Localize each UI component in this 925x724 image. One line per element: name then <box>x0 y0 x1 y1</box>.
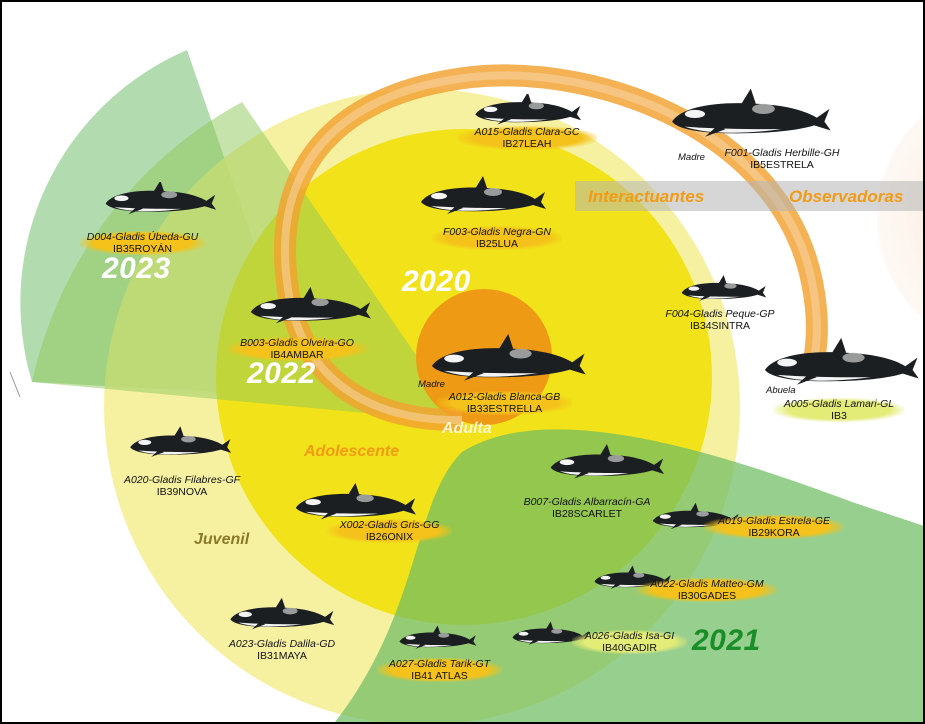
orca-label-D004: D004-Gladis Úbeda-GU IB35ROYÁN <box>80 231 205 255</box>
groups-band <box>575 181 923 211</box>
role-abuela: Abuela <box>766 385 796 396</box>
orca-name-A005: A005-Gladis Lamari-GL <box>783 398 895 410</box>
orca-name-A022: A022-Gladis Matteo-GM <box>650 578 764 590</box>
orca-code-A005: IB3 <box>831 410 847 422</box>
orca-name-B003: B003-Gladis Olveira-GO <box>240 337 354 349</box>
orca-label-A005: A005-Gladis Lamari-GL IB3 <box>774 398 904 422</box>
orca-code-B007: IB28SCARLET <box>551 508 623 520</box>
role-madre-herbille: Madre <box>678 152 705 163</box>
stage-juvenil: Juvenil <box>194 531 250 548</box>
orca-label-A026: A026-Gladis Isa-GI IB40GADIR <box>572 630 687 654</box>
orca-name-A020: A020-Gladis Filabres-GF <box>123 474 241 486</box>
orca-label-F003: F003-Gladis Negra-GN IB25LUA <box>432 226 562 250</box>
orca-label-A015: A015-Gladis Clara-GC IB27LEAH <box>457 126 597 150</box>
orca-code-A027: IB41 ATLAS <box>411 670 468 682</box>
orca-icon-F004 <box>681 275 767 301</box>
orca-code-A019: IB29KORA <box>748 527 800 539</box>
orca-code-D004: IB35ROYÁN <box>113 243 172 255</box>
orca-icon-A020 <box>130 426 232 457</box>
label-observadoras: Observadoras <box>789 187 904 206</box>
stage-adolescente: Adolescente <box>304 443 400 460</box>
orca-icon-A012 <box>431 333 586 381</box>
orca-code-F003: IB25LUA <box>475 238 519 250</box>
orca-code-F001: IB5ESTRELA <box>750 159 814 171</box>
year-2022: 2022 <box>247 357 316 390</box>
role-madre-blanca: Madre <box>418 379 445 390</box>
stage-adulta: Adulta <box>442 420 492 437</box>
orca-label-B003: B003-Gladis Olveira-GO IB4AMBAR <box>227 337 367 361</box>
orca-name-F003: F003-Gladis Negra-GN <box>443 226 551 238</box>
orca-label-A023: A023-Gladis Dalila-GD IB31MAYA <box>212 638 352 662</box>
orca-label-A012: A012-Gladis Blanca-GB IB33ESTRELLA <box>437 391 572 415</box>
orca-icon-B003 <box>250 286 372 324</box>
orca-icon-A026 <box>512 621 590 645</box>
orca-code-F004: IB34SINTRA <box>689 320 751 332</box>
orca-code-A020: IB39NOVA <box>156 486 208 498</box>
orca-label-B007: B007-Gladis Albarracín-GA IB28SCARLET <box>507 496 667 520</box>
orca-code-X002: IB26ONIX <box>365 531 414 543</box>
year-2020: 2020 <box>402 265 471 298</box>
orca-icon-X002 <box>295 482 417 520</box>
orca-label-F001: F001-Gladis Herbille-GH IB5ESTRELA <box>717 147 847 171</box>
orca-name-A012: A012-Gladis Blanca-GB <box>448 391 561 403</box>
orca-icon-F001 <box>672 89 831 137</box>
year-2023: 2023 <box>102 252 171 285</box>
orca-icon-A015 <box>475 94 582 125</box>
label-interactuantes: Interactuantes <box>588 187 705 206</box>
orca-icon-A027 <box>399 625 477 649</box>
orca-label-A027: A027-Gladis Tarik-GT IB41 ATLAS <box>377 658 502 682</box>
orca-icon-A023 <box>230 597 335 630</box>
orca-code-A026: IB40GADIR <box>602 642 657 654</box>
orca-name-A023: A023-Gladis Dalila-GD <box>228 638 336 650</box>
orca-code-B003: IB4AMBAR <box>270 349 324 361</box>
orca-label-A022: A022-Gladis Matteo-GM IB30GADES <box>637 578 777 602</box>
orca-code-A015: IB27LEAH <box>502 138 552 150</box>
orca-label-A019: A019-Gladis Estrela-GE IB29KORA <box>704 515 844 539</box>
orca-code-A022: IB30GADES <box>677 590 737 602</box>
observadoras-halo <box>877 115 923 319</box>
orca-name-A015: A015-Gladis Clara-GC <box>474 126 580 138</box>
orca-name-F004: F004-Gladis Peque-GP <box>665 308 775 320</box>
orca-icon-F003 <box>421 176 546 214</box>
orca-icon-D004 <box>105 182 217 215</box>
orca-name-A019: A019-Gladis Estrela-GE <box>717 515 831 527</box>
orca-label-X002: X002-Gladis Gris-GG IB26ONIX <box>327 519 452 543</box>
orca-name-F001: F001-Gladis Herbille-GH <box>724 147 840 159</box>
orca-name-B007: B007-Gladis Albarracín-GA <box>523 496 651 508</box>
orca-name-X002: X002-Gladis Gris-GG <box>339 519 440 531</box>
orca-code-A023: IB31MAYA <box>257 650 307 662</box>
orca-icon-A005 <box>764 337 919 385</box>
orca-name-D004: D004-Gladis Úbeda-GU <box>86 231 199 243</box>
orca-label-A020: A020-Gladis Filabres-GF IB39NOVA <box>112 474 252 498</box>
orca-icon-B007 <box>550 444 665 479</box>
orca-code-A012: IB33ESTRELLA <box>466 403 543 415</box>
orca-name-A026: A026-Gladis Isa-GI <box>584 630 675 642</box>
orca-name-A027: A027-Gladis Tarik-GT <box>388 658 491 670</box>
edge-mark <box>9 371 21 398</box>
year-2021: 2021 <box>692 624 761 657</box>
orca-label-F004: F004-Gladis Peque-GP IB34SINTRA <box>650 308 790 332</box>
